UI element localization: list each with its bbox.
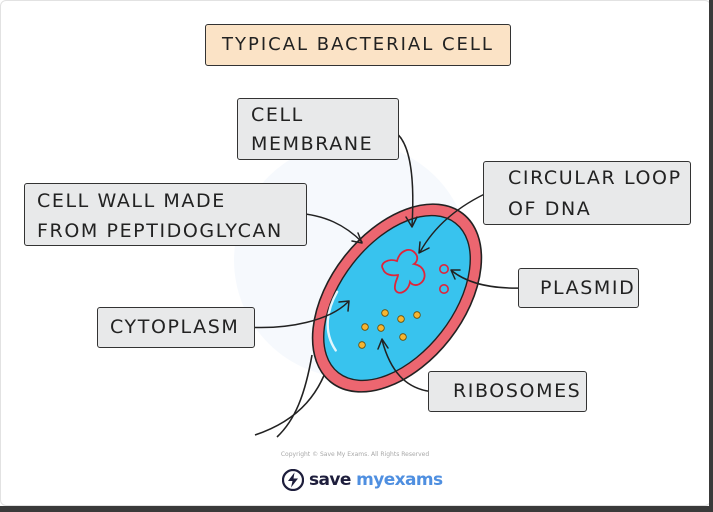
- label-cell-membrane-line-2: MEMBRANE: [251, 133, 374, 155]
- brand-word-save: save: [309, 470, 351, 490]
- label-circular-loop-dna: CIRCULAR LOOP OF DNA: [483, 161, 691, 225]
- circular-loop-pointer: [419, 190, 492, 253]
- plasmid-shape-2: [438, 283, 449, 294]
- label-plasmid-text: PLASMID: [540, 277, 636, 299]
- ribosomes-pointer: [381, 339, 436, 393]
- label-ribosomes-text: RIBOSOMES: [453, 380, 582, 402]
- label-cell-wall-line-1: CELL WALL MADE: [37, 190, 226, 212]
- label-cytoplasm: CYTOPLASM: [97, 307, 255, 348]
- plasmid-pointer: [451, 270, 525, 289]
- brand-word-my: my: [356, 470, 384, 490]
- copyright-notice: Copyright © Save My Exams. All Rights Re…: [280, 451, 430, 458]
- label-circular-loop-line-2: OF DNA: [508, 198, 592, 220]
- ribosome-dots: [358, 309, 421, 349]
- label-cytoplasm-text: CYTOPLASM: [110, 316, 240, 338]
- diagram-title: TYPICAL BACTERIAL CELL: [205, 24, 511, 66]
- diagram-title-text: TYPICAL BACTERIAL CELL: [222, 34, 494, 55]
- dna-loop-shape: [381, 249, 426, 294]
- label-cell-membrane: CELL MEMBRANE: [237, 98, 399, 160]
- brand-logo[interactable]: save myexams: [282, 466, 443, 494]
- window-bottom-edge: [0, 506, 713, 512]
- label-circular-loop-line-1: CIRCULAR LOOP: [508, 167, 682, 189]
- label-ribosomes: RIBOSOMES: [428, 371, 587, 412]
- lightning-logo-icon: [282, 469, 304, 491]
- flagellum-2: [276, 354, 313, 438]
- plasmid-shape-1: [438, 263, 449, 274]
- brand-wordmark: save myexams: [309, 470, 443, 490]
- window-right-edge: [709, 0, 713, 512]
- label-cell-membrane-line-1: CELL: [251, 104, 304, 126]
- brand-word-exams: exams: [383, 470, 443, 490]
- cytoplasm-pointer: [244, 301, 349, 329]
- cytoplasm-shape: [323, 214, 471, 382]
- label-plasmid: PLASMID: [518, 268, 639, 308]
- label-cell-wall: CELL WALL MADE FROM PEPTIDOGLYCAN: [24, 183, 307, 246]
- label-cell-wall-line-2: FROM PEPTIDOGLYCAN: [37, 220, 283, 242]
